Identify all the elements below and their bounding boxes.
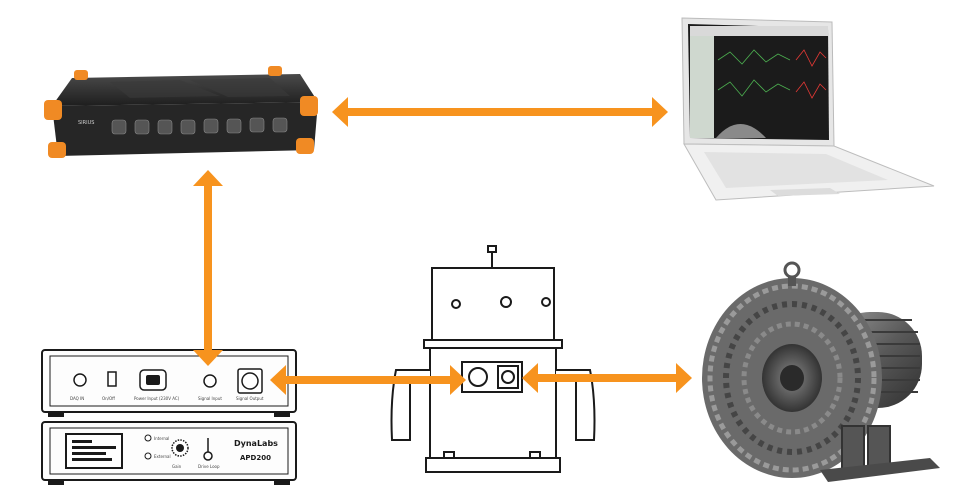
amp-rear-label: Signal Output [236, 396, 264, 401]
arrow-head [652, 97, 668, 127]
internal-indicator [144, 434, 152, 442]
amp-rear-label: Power Input (230V AC) [134, 396, 180, 401]
daq-in-connector [73, 373, 87, 387]
laptop-app-toolbar [690, 26, 828, 36]
arrow-head [450, 365, 466, 395]
data-acquisition-unit: SIRIUS [44, 66, 318, 158]
amp-front-label: External [154, 454, 171, 459]
amp-rear-label: Signal Input [198, 396, 222, 401]
arrow-head [522, 363, 538, 393]
arrow-head [193, 350, 223, 366]
laptop-app-plots [717, 49, 827, 99]
blower [702, 261, 940, 482]
amp-rear-label: On/Off [102, 396, 115, 401]
connection-arrows [193, 97, 692, 395]
amp-front-label: Drive Loop [198, 464, 220, 469]
power-switch-icon [107, 371, 117, 387]
daq-foot [48, 142, 66, 158]
daq-foot [44, 100, 62, 120]
laptop-touchpad [770, 188, 840, 196]
daq-foot [296, 138, 314, 154]
amp-front-label: Gain [172, 464, 182, 469]
daq-foot [300, 96, 318, 116]
arrow-head [332, 97, 348, 127]
shaker [390, 245, 596, 473]
arrow-head [193, 170, 223, 186]
laptop [681, 17, 935, 201]
laptop-app-sidebar [690, 36, 714, 138]
modal-shaker-icon [390, 245, 596, 473]
amplifier-icon: DAQ IN On/Off Power Input (230V AC) Sign… [41, 349, 297, 485]
amplifier-brand: DynaLabs [234, 439, 278, 448]
laptop-app-3d-view [716, 124, 766, 138]
blower-motor-icon [702, 261, 940, 482]
amp-front-label: Internal [154, 436, 169, 441]
amplifier: DAQ IN On/Off Power Input (230V AC) Sign… [41, 349, 297, 485]
signal-input-connector [203, 374, 217, 388]
amp-rear-label: DAQ IN [70, 396, 84, 401]
laptop-icon [681, 17, 935, 201]
arrow-head [676, 363, 692, 393]
arrow-head [270, 365, 286, 395]
external-indicator [144, 452, 152, 460]
amplifier-display [65, 433, 123, 469]
daq-model-label: SIRIUS [78, 120, 94, 126]
data-acquisition-unit-icon: SIRIUS [44, 66, 318, 158]
amplifier-model: APD200 [240, 454, 271, 462]
